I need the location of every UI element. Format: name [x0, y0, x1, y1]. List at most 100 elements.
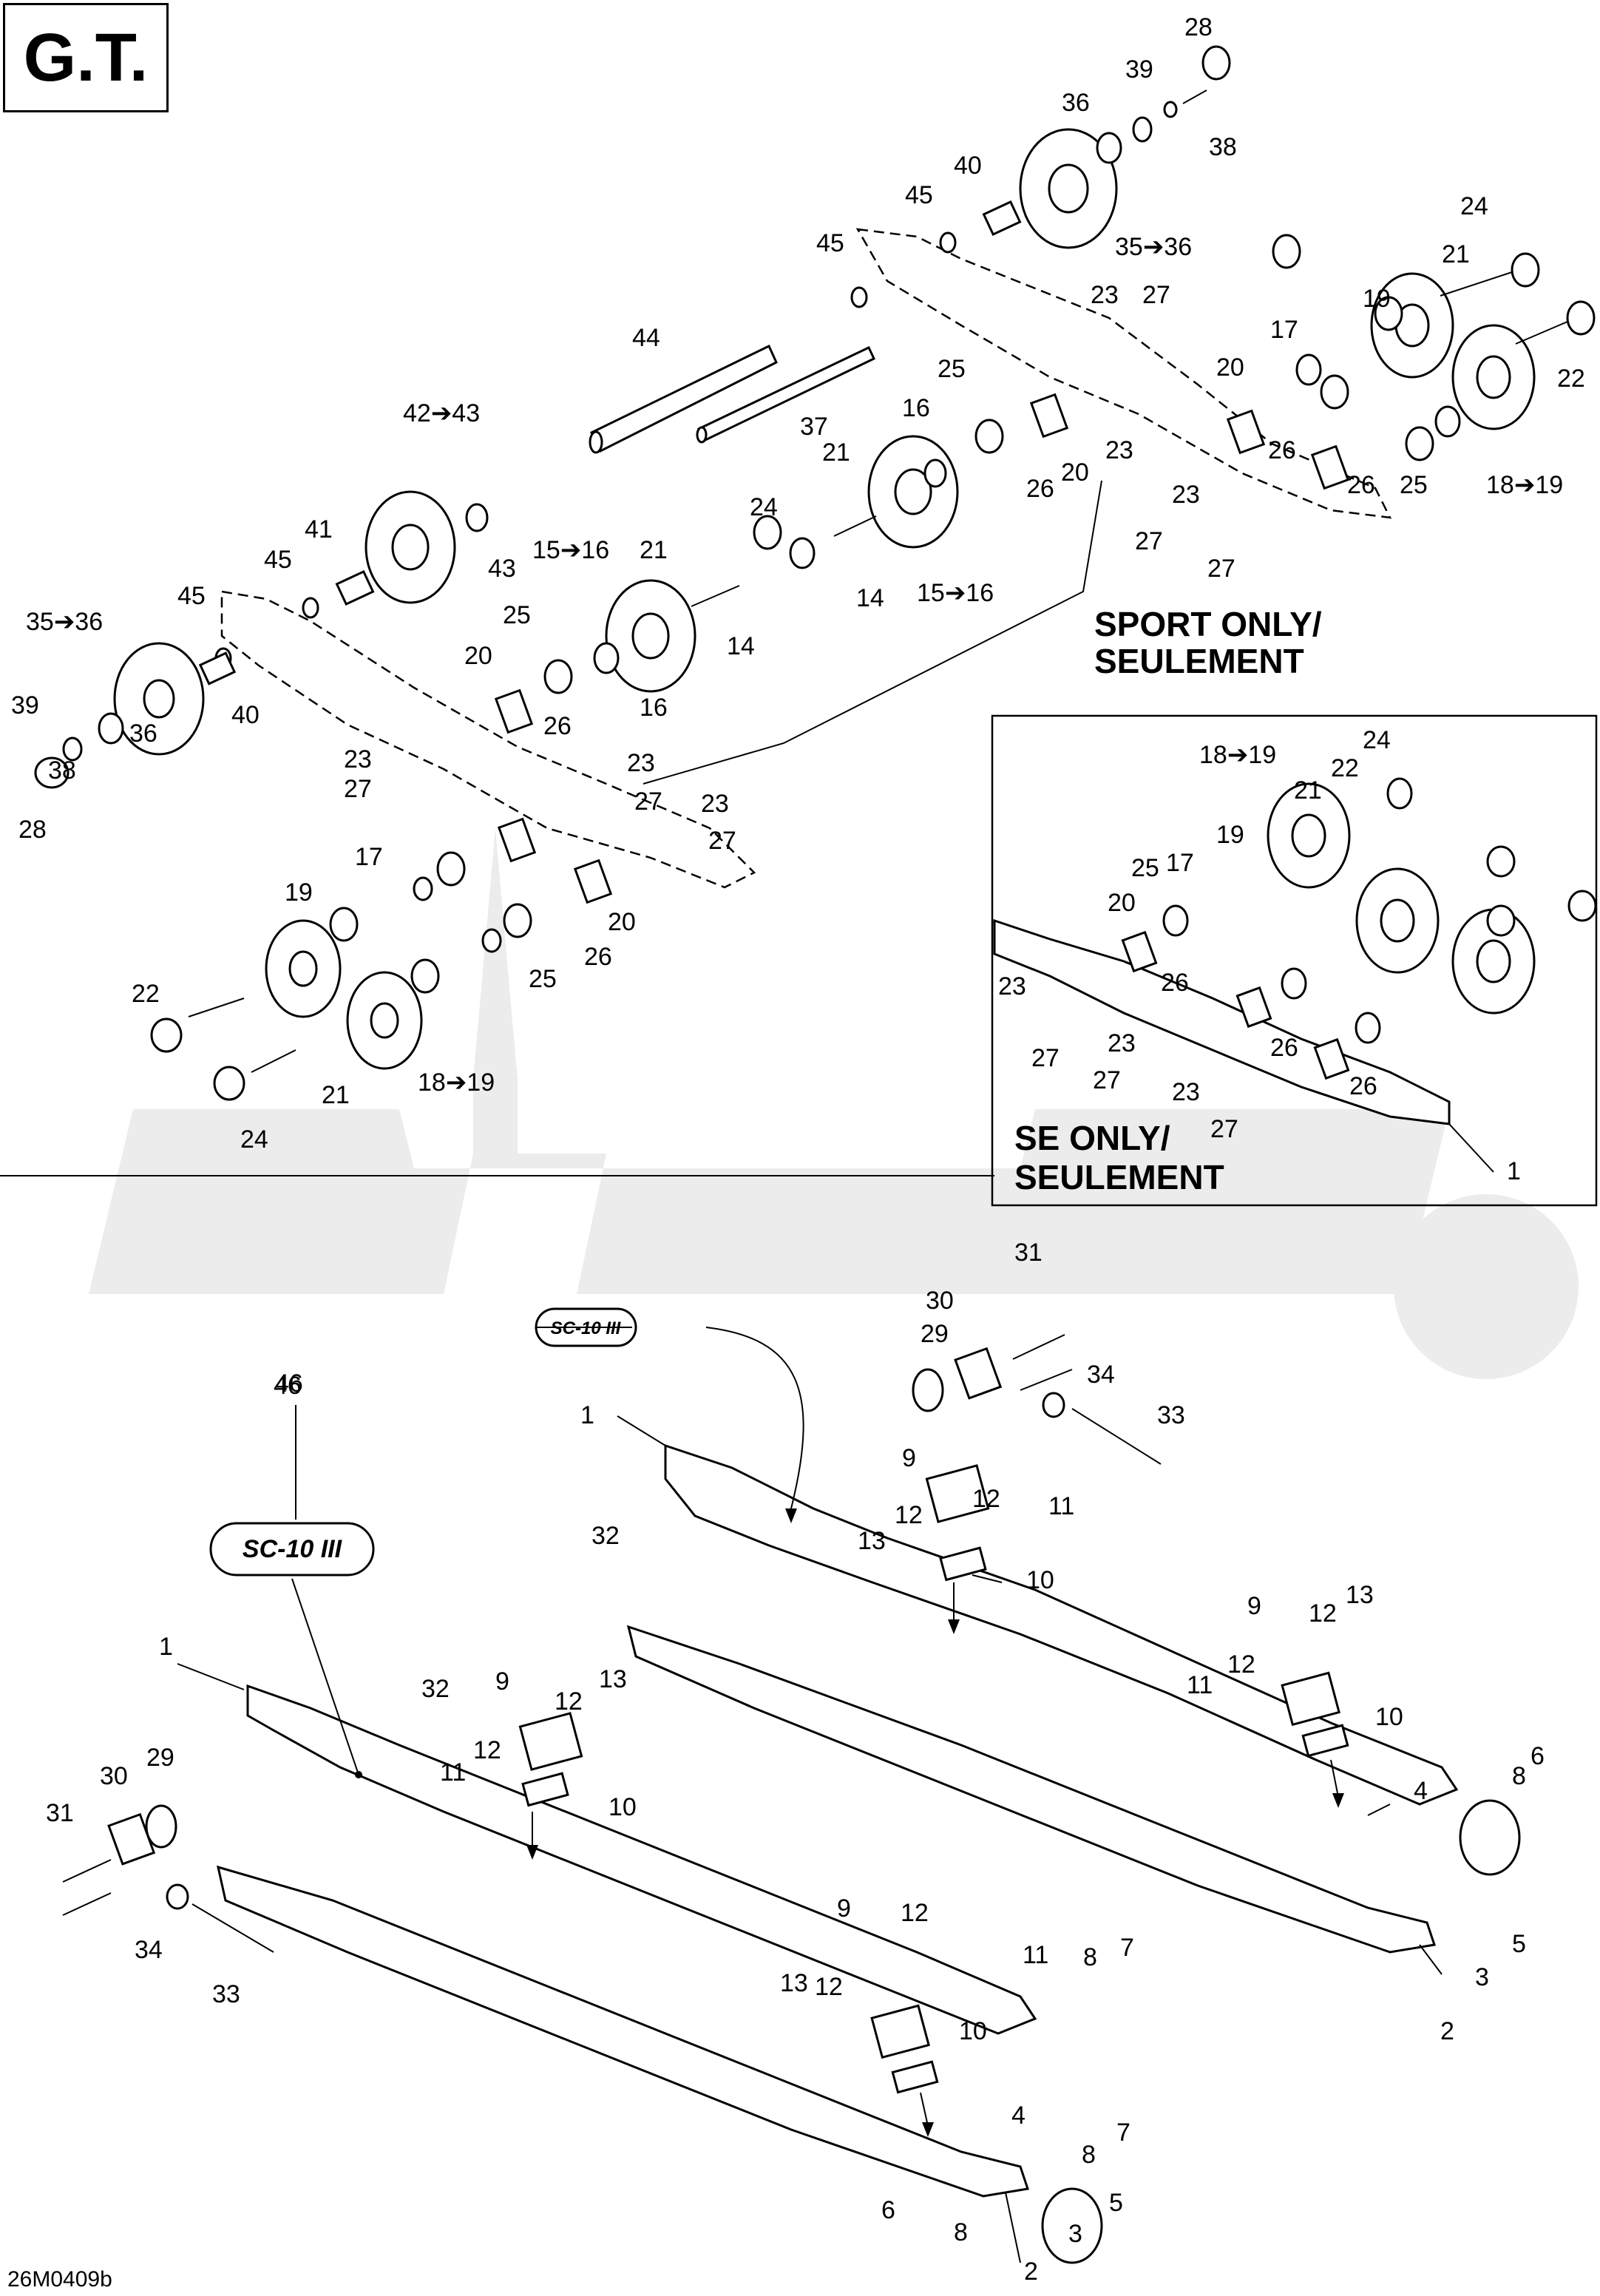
callout: 45	[905, 181, 933, 209]
callout: 27	[1207, 555, 1235, 583]
end-caps-5	[1041, 1799, 1521, 2264]
callout: 33	[1157, 1401, 1185, 1429]
callout: 16	[640, 694, 668, 722]
wheel-35-36-left	[113, 642, 205, 756]
callout: 20	[608, 908, 636, 936]
note-sport-seulement: SEULEMENT	[1094, 642, 1304, 680]
callout: 11	[440, 1758, 466, 1787]
callout: 10	[1026, 1566, 1054, 1594]
callout: 19	[285, 878, 313, 907]
callout: 26	[584, 943, 612, 971]
callout: 17	[1270, 316, 1298, 344]
callout: 29	[921, 1320, 949, 1348]
callout: 21	[640, 536, 668, 564]
callout: 12	[473, 1736, 501, 1764]
callout: 18➔19	[1199, 741, 1276, 769]
callout: 26	[1026, 475, 1054, 503]
callout: 21	[1294, 776, 1322, 805]
callout: 12	[895, 1501, 923, 1529]
callout: 13	[780, 1969, 808, 1997]
callout: 27	[1135, 527, 1163, 555]
callout: 3	[1475, 1963, 1489, 1991]
callout: 4	[1011, 2102, 1026, 2130]
callout: 24	[750, 493, 778, 521]
callout: 35➔36	[1115, 233, 1192, 261]
callout: 26	[543, 712, 572, 740]
callout: 13	[1346, 1581, 1374, 1609]
callout: 13	[858, 1527, 886, 1555]
callout: 18➔19	[1486, 471, 1563, 499]
callout: 30	[926, 1287, 954, 1315]
callout: 14	[727, 632, 755, 660]
callout: 6	[881, 2196, 895, 2224]
callout: 26	[1349, 1072, 1377, 1100]
callout: 25	[938, 355, 966, 383]
wheel-15-16-b	[605, 579, 696, 693]
callout: 23	[701, 790, 729, 818]
small-parts-top	[34, 45, 1596, 1101]
callout: 22	[1331, 754, 1359, 782]
callout: 14	[856, 584, 884, 612]
callout: 11	[1023, 1941, 1048, 1969]
callout: 6	[1530, 1742, 1545, 1770]
callout: 40	[231, 701, 260, 729]
shaft-44	[589, 344, 778, 454]
callout: 42➔43	[403, 399, 480, 427]
leader-arrows	[291, 1327, 1344, 2137]
callout: 12	[815, 1973, 843, 2001]
callout: 21	[822, 438, 850, 467]
callout: 20	[1108, 889, 1136, 917]
callouts: 28 39 36 38 40 45 45 35➔36 24 21 23 27 1…	[11, 13, 1585, 2286]
callout: 23	[1105, 436, 1133, 464]
callout: 25	[529, 965, 557, 993]
callout: 8	[1082, 2141, 1096, 2169]
callout: 9	[495, 1667, 509, 1696]
callout: 15➔16	[917, 579, 994, 607]
callout: 23	[627, 749, 655, 777]
callout: 25	[1131, 854, 1159, 882]
callout: 5	[1109, 2189, 1123, 2217]
model-title-box: G.T.	[3, 3, 169, 112]
callout: 11	[1048, 1492, 1074, 1520]
callout: 18➔19	[418, 1069, 495, 1097]
callout: 23	[1108, 1029, 1136, 1057]
decal-text-top: SC-10 III	[551, 1318, 622, 1338]
shaft-37	[696, 345, 875, 444]
watermark	[89, 828, 1579, 1379]
callout: 45	[816, 229, 844, 257]
callout: 16	[902, 394, 930, 422]
callout: 9	[837, 1894, 851, 1923]
callout: 36	[1062, 89, 1090, 117]
callout: 4	[1414, 1777, 1428, 1805]
callout: 32	[421, 1675, 450, 1703]
note-se-only: SE ONLY/	[1014, 1119, 1170, 1157]
note-sport-only: SPORT ONLY/	[1094, 605, 1322, 643]
callout: 9	[902, 1444, 916, 1472]
callout: 29	[146, 1744, 174, 1772]
callout: 7	[1116, 2119, 1130, 2147]
callout: 21	[1442, 240, 1470, 268]
callout: 23	[344, 745, 372, 773]
callout: 23	[998, 972, 1026, 1000]
callout: 34	[1087, 1361, 1115, 1389]
wheel-35-36-top	[1019, 128, 1118, 249]
callout: 23	[1172, 1078, 1200, 1106]
callout: 44	[632, 324, 660, 352]
callout: 31	[1014, 1239, 1043, 1267]
callout: 28	[1184, 13, 1213, 41]
callout: 20	[464, 642, 492, 670]
callout: 24	[1460, 192, 1488, 220]
callout: 34	[135, 1936, 163, 1964]
callout: 3	[1068, 2220, 1082, 2248]
rail-right-lower	[626, 1443, 1459, 1954]
callout: 7	[1120, 1934, 1134, 1962]
callout: 27	[708, 827, 736, 855]
decal-46-left: SC-10 III	[209, 1522, 375, 1577]
wheel-15-16-a	[867, 435, 959, 549]
model-title: G.T.	[23, 20, 149, 95]
callout: 40	[954, 152, 982, 180]
callout: 38	[48, 756, 76, 785]
callout: 8	[1512, 1762, 1526, 1790]
bolts-top	[188, 89, 1568, 1073]
